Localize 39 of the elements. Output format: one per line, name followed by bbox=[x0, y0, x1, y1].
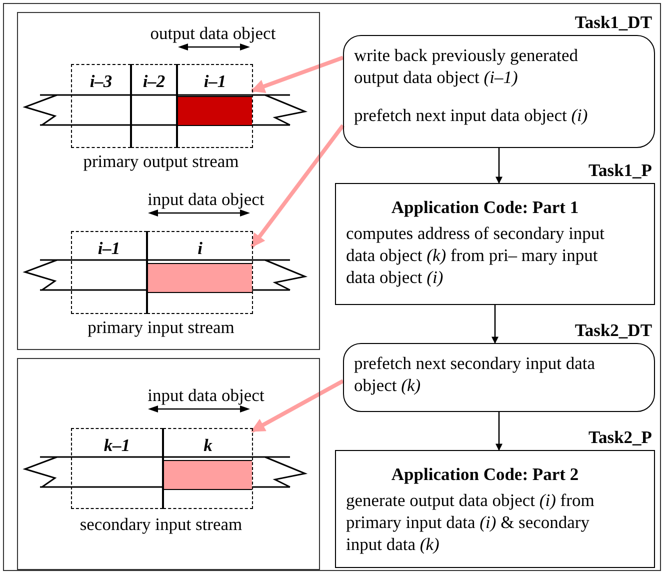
dimension-label: output data object bbox=[149, 22, 277, 44]
cell-label: i–3 bbox=[88, 70, 114, 92]
dimension-label: input data object bbox=[146, 384, 266, 406]
task-label: Task2_P bbox=[588, 426, 652, 448]
stream-cell bbox=[71, 64, 131, 148]
arrow bbox=[250, 379, 344, 433]
dimension-label: input data object bbox=[146, 188, 266, 210]
arrow bbox=[496, 412, 502, 451]
stream-caption: secondary input stream bbox=[78, 513, 244, 535]
arrow bbox=[250, 56, 344, 93]
task-label: Task1_DT bbox=[574, 11, 652, 33]
stream-caption: primary output stream bbox=[82, 150, 240, 172]
arrow bbox=[492, 305, 498, 344]
cell-label: i–1 bbox=[202, 70, 228, 92]
panel bbox=[17, 12, 320, 350]
box-text: write back previously generated output data object (i–1) bbox=[354, 44, 580, 88]
box-text: computes address of secondary input data object (k) from pri– mary input data object (i) bbox=[346, 222, 606, 288]
stream-caption: primary input stream bbox=[86, 316, 236, 338]
cell-label: i bbox=[196, 237, 204, 259]
stream-cell bbox=[147, 231, 253, 314]
stream-cell bbox=[131, 64, 177, 148]
box-title: Application Code: Part 1 bbox=[390, 196, 580, 218]
box-title: Application Code: Part 2 bbox=[390, 463, 580, 485]
task-label: Task2_DT bbox=[574, 319, 652, 341]
arrow bbox=[250, 124, 345, 248]
cell-label: k–1 bbox=[102, 434, 132, 456]
task-label: Task1_P bbox=[588, 159, 652, 181]
stream-cell bbox=[71, 231, 147, 314]
cell-label: i–2 bbox=[142, 70, 166, 92]
panel bbox=[17, 358, 320, 570]
box-text: prefetch next input data object (i) bbox=[354, 104, 589, 126]
stream-cell bbox=[71, 428, 163, 509]
box-text: generate output data object (i) from primary input data (i) & secondary input data (k) bbox=[346, 489, 596, 555]
box-text: prefetch next secondary input data object (k) bbox=[354, 352, 596, 396]
stream-cell bbox=[177, 64, 253, 148]
cell-label: k bbox=[202, 434, 214, 456]
stream-cell bbox=[163, 428, 253, 509]
cell-label: i–1 bbox=[96, 237, 122, 259]
arrow bbox=[496, 148, 502, 184]
